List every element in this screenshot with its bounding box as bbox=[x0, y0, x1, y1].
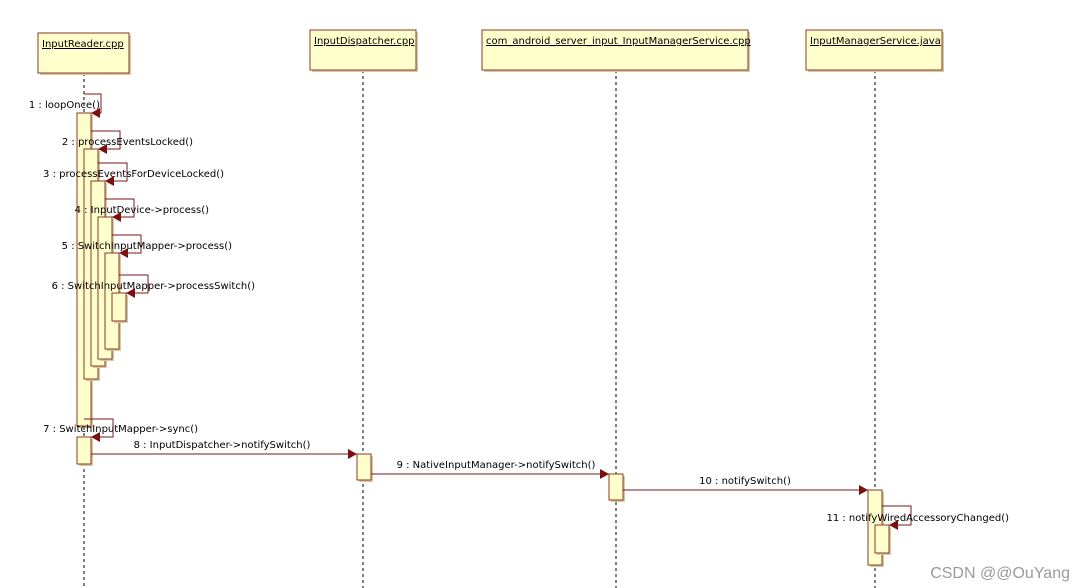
messages: 1 : loopOnce() 2 : processEventsLocked() 3… bbox=[29, 93, 1009, 530]
arrow-head bbox=[119, 248, 128, 258]
participants: InputReader.cpp InputDispatcher.cpp com_an… bbox=[37, 29, 944, 75]
participant-box-dispatcher bbox=[309, 29, 417, 71]
self-message-line bbox=[84, 418, 114, 438]
arrow-head bbox=[91, 108, 100, 118]
message-label: 6 : SwitchInputMapper->processSwitch() bbox=[52, 281, 255, 292]
arrow-head bbox=[112, 212, 121, 222]
message-label: 10 : notifySwitch() bbox=[699, 476, 791, 487]
participant-box-jni bbox=[481, 29, 749, 71]
participant-box-ims bbox=[805, 29, 943, 71]
arrow-head bbox=[348, 449, 357, 459]
participant-box-reader bbox=[37, 32, 130, 74]
participant-label-reader: InputReader.cpp bbox=[42, 39, 124, 50]
activation-bar-9 bbox=[608, 473, 624, 501]
message-9: 9 : NativeInputManager->notifySwitch() bbox=[371, 460, 609, 475]
message-7: 7 : SwitchInputMapper->sync() bbox=[43, 418, 198, 438]
self-message-line bbox=[119, 274, 149, 294]
self-message-line bbox=[112, 234, 142, 254]
message-11: 11 : notifyWiredAccessoryChanged() bbox=[826, 505, 1009, 526]
activation-bar-7 bbox=[76, 436, 92, 465]
arrow-head bbox=[126, 288, 135, 298]
activation-bars bbox=[76, 112, 891, 567]
message-label: 5 : SwitchInputMapper->process() bbox=[62, 241, 232, 252]
message-8: 8 : InputDispatcher->notifySwitch() bbox=[91, 440, 357, 455]
participant-label-dispatcher: InputDispatcher.cpp bbox=[314, 36, 415, 47]
arrow-head bbox=[98, 144, 107, 154]
message-6: 6 : SwitchInputMapper->processSwitch() bbox=[52, 274, 255, 294]
lifelines bbox=[83, 70, 876, 588]
activation-bar-8 bbox=[356, 453, 372, 481]
message-label: 7 : SwitchInputMapper->sync() bbox=[43, 424, 198, 435]
message-label: 8 : InputDispatcher->notifySwitch() bbox=[134, 440, 311, 451]
message-1: 1 : loopOnce() bbox=[29, 93, 102, 114]
participant-label-ims: InputManagerService.java bbox=[810, 36, 941, 47]
self-message-line bbox=[882, 505, 912, 526]
self-message-line bbox=[105, 198, 135, 218]
message-2: 2 : processEventsLocked() bbox=[62, 130, 193, 150]
arrow-head bbox=[889, 520, 898, 530]
message-label: 9 : NativeInputManager->notifySwitch() bbox=[397, 460, 596, 471]
watermark: CSDN @@OuYang bbox=[930, 565, 1070, 582]
arrow-head bbox=[859, 485, 868, 495]
message-label: 2 : processEventsLocked() bbox=[62, 137, 193, 148]
arrow-head bbox=[91, 432, 100, 442]
self-message-line bbox=[98, 162, 128, 182]
message-4: 4 : InputDevice->process() bbox=[75, 198, 209, 218]
activation-bar-11 bbox=[874, 524, 890, 554]
message-label: 1 : loopOnce() bbox=[29, 100, 100, 111]
message-label: 4 : InputDevice->process() bbox=[75, 205, 209, 216]
activation-bar-6 bbox=[111, 292, 127, 322]
message-3: 3 : processEventsForDeviceLocked() bbox=[43, 162, 224, 182]
arrow-head bbox=[105, 176, 114, 186]
message-10: 10 : notifySwitch() bbox=[623, 476, 868, 491]
self-message-line bbox=[91, 130, 121, 150]
arrow-head bbox=[600, 469, 609, 479]
message-5: 5 : SwitchInputMapper->process() bbox=[62, 234, 232, 254]
participant-label-jni: com_android_server_input_InputManagerSer… bbox=[486, 36, 751, 47]
message-label: 11 : notifyWiredAccessoryChanged() bbox=[826, 513, 1009, 524]
message-label: 3 : processEventsForDeviceLocked() bbox=[43, 169, 224, 180]
